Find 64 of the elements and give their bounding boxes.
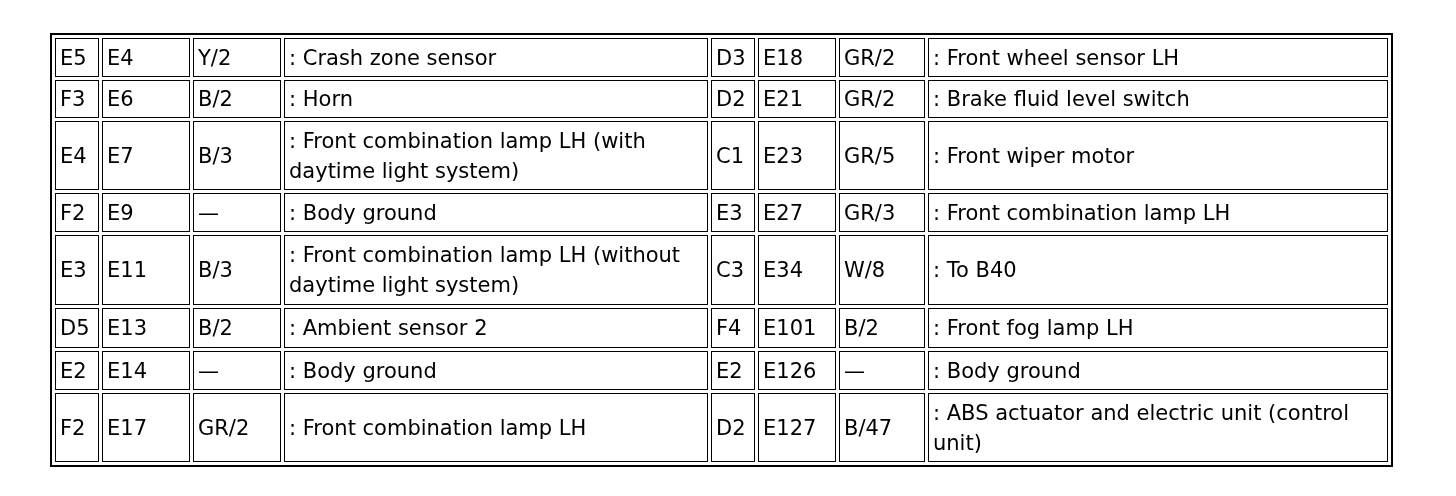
connector-number: E27 [758, 193, 836, 232]
component-description: : Front combination lamp LH [928, 193, 1388, 232]
connector-code: B/2 [193, 80, 281, 118]
grid-reference: D2 [711, 393, 755, 462]
connector-code: B/47 [839, 393, 925, 462]
connector-code: GR/5 [839, 121, 925, 190]
connector-number: E21 [758, 80, 836, 118]
connector-code: GR/2 [839, 38, 925, 77]
connector-code: W/8 [839, 235, 925, 305]
connector-number: E127 [758, 393, 836, 462]
grid-reference: E2 [55, 351, 99, 390]
connector-code: GR/3 [839, 193, 925, 232]
connector-code: GR/2 [193, 393, 281, 462]
component-description: : Body ground [284, 351, 708, 390]
component-description: : Front combination lamp LH (without daytime light system) [284, 235, 708, 305]
grid-reference: C3 [711, 235, 755, 305]
connector-number: E23 [758, 121, 836, 190]
connector-number: E34 [758, 235, 836, 305]
component-description: : Front wiper motor [928, 121, 1388, 190]
grid-reference: F2 [55, 193, 99, 232]
component-description: : ABS actuator and electric unit (control unit) [928, 393, 1388, 462]
connector-number: E18 [758, 38, 836, 77]
connector-code: GR/2 [839, 80, 925, 118]
connector-number: E101 [758, 308, 836, 348]
connector-number: E9 [102, 193, 190, 232]
component-description: : Front combination lamp LH [284, 393, 708, 462]
connector-number: E11 [102, 235, 190, 305]
grid-reference: F3 [55, 80, 99, 118]
grid-reference: E2 [711, 351, 755, 390]
connector-number: E13 [102, 308, 190, 348]
connector-number: E4 [102, 38, 190, 77]
connector-number: E7 [102, 121, 190, 190]
component-description: : Crash zone sensor [284, 38, 708, 77]
component-description: : Front fog lamp LH [928, 308, 1388, 348]
connector-number: E6 [102, 80, 190, 118]
connector-code: — [193, 351, 281, 390]
grid-reference: F4 [711, 308, 755, 348]
connector-number: E126 [758, 351, 836, 390]
component-description: : To B40 [928, 235, 1388, 305]
component-description: : Body ground [284, 193, 708, 232]
grid-reference: E3 [711, 193, 755, 232]
connector-code: B/3 [193, 121, 281, 190]
grid-reference: C1 [711, 121, 755, 190]
connector-code: — [193, 193, 281, 232]
grid-reference: D5 [55, 308, 99, 348]
connector-code: B/3 [193, 235, 281, 305]
component-description: : Front combination lamp LH (with daytime light system) [284, 121, 708, 190]
connector-number: E14 [102, 351, 190, 390]
grid-reference: D2 [711, 80, 755, 118]
component-description: : Body ground [928, 351, 1388, 390]
connector-code: Y/2 [193, 38, 281, 77]
grid-reference: E5 [55, 38, 99, 77]
component-description: : Horn [284, 80, 708, 118]
component-description: : Front wheel sensor LH [928, 38, 1388, 77]
component-description: : Ambient sensor 2 [284, 308, 708, 348]
grid-reference: E3 [55, 235, 99, 305]
grid-reference: F2 [55, 393, 99, 462]
grid-reference: E4 [55, 121, 99, 190]
grid-reference: D3 [711, 38, 755, 77]
connector-code: B/2 [193, 308, 281, 348]
connector-code: B/2 [839, 308, 925, 348]
component-description: : Brake fluid level switch [928, 80, 1388, 118]
connector-code: — [839, 351, 925, 390]
connector-number: E17 [102, 393, 190, 462]
